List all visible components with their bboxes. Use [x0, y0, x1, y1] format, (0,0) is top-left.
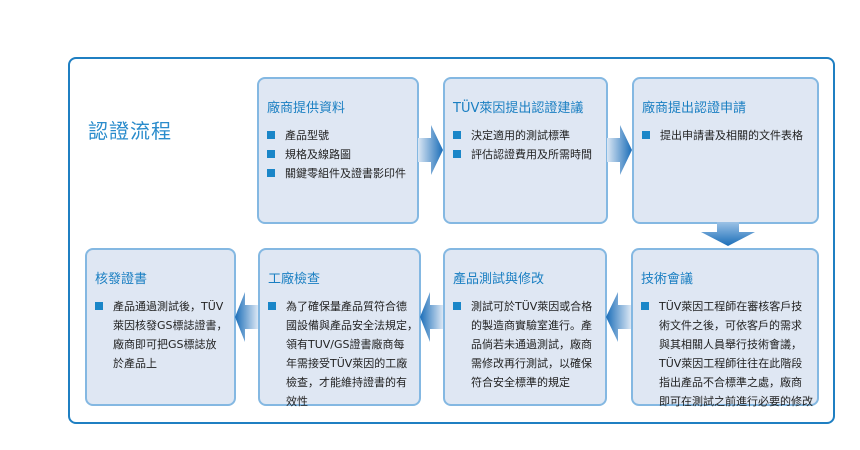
bullet-text-line: 領有TUV/GS證書廠商每 — [286, 338, 405, 351]
bullet-item: TÜV萊因工程師在審核客戶技術文件之後，可依客戶的需求與其相關人員舉行技術會議，… — [641, 297, 813, 411]
bullet-text-line: 需修改再行測試，以確保 — [471, 357, 592, 370]
page-title: 認證流程 — [88, 119, 172, 143]
step-tuv-proposal: TÜV萊因提出認證建議決定適用的測試標準評估認證費用及所需時間 — [443, 77, 608, 224]
bullet-text-line: 測試可於TÜV萊因或合格 — [471, 300, 593, 313]
bullet-square-icon — [453, 150, 461, 158]
bullet-text-line: 評估認證費用及所需時間 — [471, 148, 592, 161]
bullet-text-line: 產品通過測試後，TÜV — [113, 300, 224, 313]
bullet-text-line: 萊因核發GS標誌證書， — [113, 319, 228, 332]
bullet-text-line: TÜV萊因工程師往往在此階段 — [659, 357, 803, 370]
bullet-text-line: 即可在測試之前進行必要的修改 — [659, 395, 813, 408]
bullet-text-line: 為了確保量產品質符合德 — [286, 300, 407, 313]
bullet-text-line: 關鍵零組件及證書影印件 — [285, 167, 406, 180]
step-application: 廠商提出認證申請提出申請書及相關的文件表格 — [632, 77, 819, 224]
bullet-text-line: 產品型號 — [285, 129, 329, 142]
bullet-text-line: 規格及線路圖 — [285, 148, 351, 161]
step-heading: 產品測試與修改 — [453, 272, 545, 287]
bullet-text-line: 符合安全標準的規定 — [471, 376, 570, 389]
step-testing: 產品測試與修改測試可於TÜV萊因或合格的製造商實驗室進行。產品倘若未通過測試，廠… — [443, 248, 607, 406]
bullet-item: 決定適用的測試標準 — [453, 126, 598, 145]
step-factory-inspection: 工廠檢查為了確保量產品質符合德國設備與產品安全法規定， 領有TUV/GS證書廠商每… — [258, 248, 421, 408]
bullet-text-line: 於產品上 — [113, 357, 157, 370]
bullet-text-line: 檢查，才能維持證書的有 — [286, 376, 407, 389]
step-vendor-data: 廠商提供資料產品型號規格及線路圖關鍵零組件及證書影印件 — [257, 77, 419, 224]
bullet-text-line: 提出申請書及相關的文件表格 — [660, 129, 803, 142]
step-heading: TÜV萊因提出認證建議 — [453, 101, 584, 116]
bullet-square-icon — [453, 302, 461, 310]
step-heading: 廠商提出認證申請 — [642, 101, 747, 116]
bullet-item: 評估認證費用及所需時間 — [453, 145, 598, 164]
bullet-text-line: 的製造商實驗室進行。產 — [471, 319, 592, 332]
bullet-text-line: 指出產品不合標準之處，廠商 — [659, 376, 802, 389]
step-heading: 核發證書 — [95, 272, 148, 287]
bullet-item: 為了確保量產品質符合德國設備與產品安全法規定， 領有TUV/GS證書廠商每年需接受… — [268, 297, 418, 411]
bullet-text-line: 廠商即可把GS標誌放 — [113, 338, 217, 351]
bullet-text-line: 年需接受TÜV萊因的工廠 — [286, 357, 408, 370]
step-technical-meeting: 技術會議 TÜV萊因工程師在審核客戶技術文件之後，可依客戶的需求與其相關人員舉行技… — [631, 248, 819, 408]
bullet-square-icon — [268, 302, 276, 310]
bullet-item: 測試可於TÜV萊因或合格的製造商實驗室進行。產品倘若未通過測試，廠商需修改再行測… — [453, 297, 597, 392]
bullet-item: 產品通過測試後，TÜV 萊因核發GS標誌證書， 廠商即可把GS標誌放於產品上 — [95, 297, 228, 373]
bullet-text-line: 決定適用的測試標準 — [471, 129, 570, 142]
bullet-text-line: 國設備與產品安全法規定， — [286, 319, 418, 332]
bullet-square-icon — [267, 150, 275, 158]
bullet-item: 規格及線路圖 — [267, 145, 409, 164]
bullet-text-line: 與其相關人員舉行技術會議， — [659, 338, 802, 351]
bullet-text-line: 品倘若未通過測試，廠商 — [471, 338, 592, 351]
bullet-item: 產品型號 — [267, 126, 409, 145]
bullet-text-line: 效性 — [286, 395, 308, 408]
bullet-text-line: TÜV萊因工程師在審核客戶技 — [659, 300, 803, 313]
bullet-square-icon — [267, 131, 275, 139]
step-heading: 技術會議 — [641, 272, 694, 287]
bullet-item: 關鍵零組件及證書影印件 — [267, 164, 409, 183]
bullet-square-icon — [267, 169, 275, 177]
step-heading: 工廠檢查 — [268, 272, 321, 287]
bullet-square-icon — [453, 131, 461, 139]
step-heading: 廠商提供資料 — [267, 101, 346, 116]
bullet-square-icon — [95, 302, 103, 310]
bullet-square-icon — [642, 131, 650, 139]
bullet-text-line: 術文件之後，可依客戶的需求 — [659, 319, 802, 332]
process-frame — [68, 57, 835, 424]
step-certificate: 核發證書產品通過測試後，TÜV 萊因核發GS標誌證書， 廠商即可把GS標誌放於產品上 — [85, 248, 236, 406]
bullet-item: 提出申請書及相關的文件表格 — [642, 126, 809, 145]
bullet-square-icon — [641, 302, 649, 310]
